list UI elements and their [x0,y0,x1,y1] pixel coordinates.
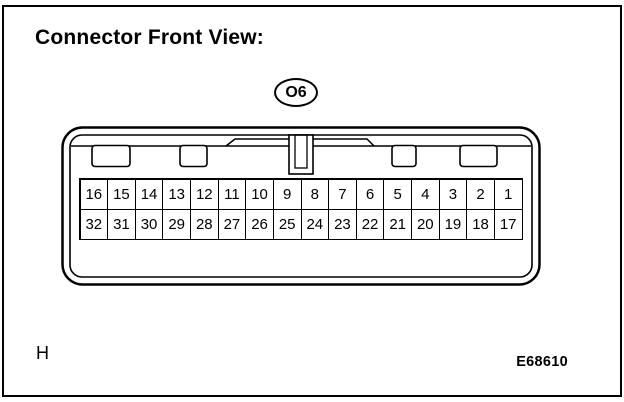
connector-id-badge: O6 [274,78,318,107]
pin-cell: 9 [272,178,302,210]
pin-cell: 21 [383,208,412,240]
pin-cell: 28 [190,208,219,240]
pin-cell: 7 [328,178,357,210]
figure-code: E68610 [516,354,568,370]
section-label: H [36,343,49,363]
pin-cell: 22 [355,208,385,240]
pin-cell: 5 [383,178,412,210]
pin-cell: 23 [328,208,357,240]
pin-cell: 29 [162,208,191,240]
pin-cell: 16 [79,178,109,210]
pin-cell: 24 [300,208,330,240]
pin-cell: 30 [134,208,164,240]
pin-cell: 14 [134,178,164,210]
pin-cell: 15 [107,178,136,210]
pin-cell: 3 [438,178,468,210]
diagram-title: Connector Front View: [35,26,264,49]
diagram-frame: Connector Front View: O6 [2,5,622,397]
pin-cell: 32 [79,208,109,240]
pin-cell: 11 [217,178,247,210]
pin-cell: 17 [493,208,523,240]
pin-cell: 2 [466,178,495,210]
pin-cell: 4 [411,178,440,210]
connector-outline-art [61,126,541,286]
pin-cell: 10 [245,178,274,210]
pin-cell: 31 [107,208,136,240]
pin-cell: 25 [272,208,302,240]
pin-cell: 13 [162,178,191,210]
pin-cell: 20 [411,208,440,240]
connector-id-label: O6 [285,83,307,101]
pin-cell: 8 [300,178,330,210]
pin-cell: 18 [466,208,495,240]
pin-cell: 19 [438,208,468,240]
pin-cell: 27 [217,208,247,240]
pin-cell: 1 [493,178,523,210]
pin-cell: 26 [245,208,274,240]
pin-cell: 6 [355,178,385,210]
pin-cell: 12 [190,178,219,210]
